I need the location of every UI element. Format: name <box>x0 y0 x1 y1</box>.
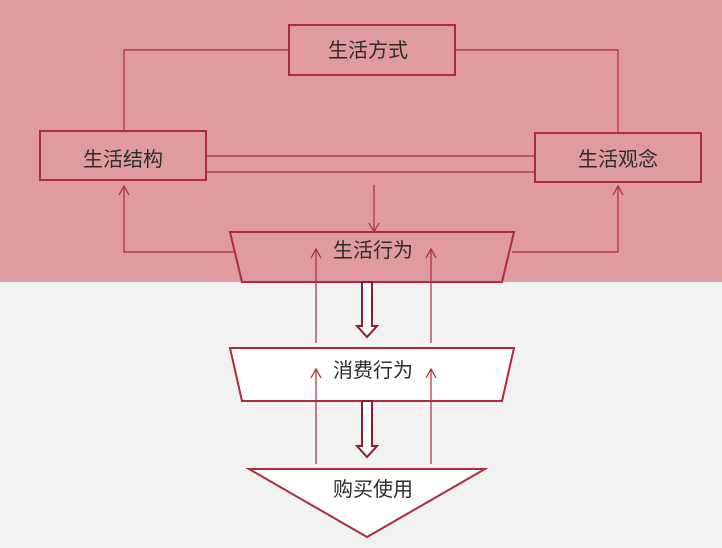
box-life-structure <box>39 130 207 181</box>
arrow-behavior-to-structure <box>118 184 236 253</box>
box-lifestyle <box>288 24 456 76</box>
box-consumer-behavior <box>228 347 516 402</box>
label-lifestyle: 生活方式 <box>328 38 408 62</box>
arrow-lifestyle-to-concept <box>455 49 624 143</box>
arrow-behavior-to-concept <box>512 184 624 253</box>
box-life-concept <box>534 132 702 183</box>
label-consumer-behavior: 消费行为 <box>333 358 413 382</box>
label-life-behavior: 生活行为 <box>333 238 413 262</box>
label-life-structure: 生活结构 <box>83 147 163 171</box>
label-life-concept: 生活观念 <box>578 147 658 171</box>
double-arrow-consumer-to-purchase <box>354 400 380 459</box>
double-arrow-behavior-to-consumer <box>354 281 380 339</box>
box-life-behavior <box>228 231 516 283</box>
arrow-lifestyle-to-structure <box>118 49 289 143</box>
label-purchase-use: 购买使用 <box>333 477 413 501</box>
box-purchase-use <box>245 468 489 539</box>
